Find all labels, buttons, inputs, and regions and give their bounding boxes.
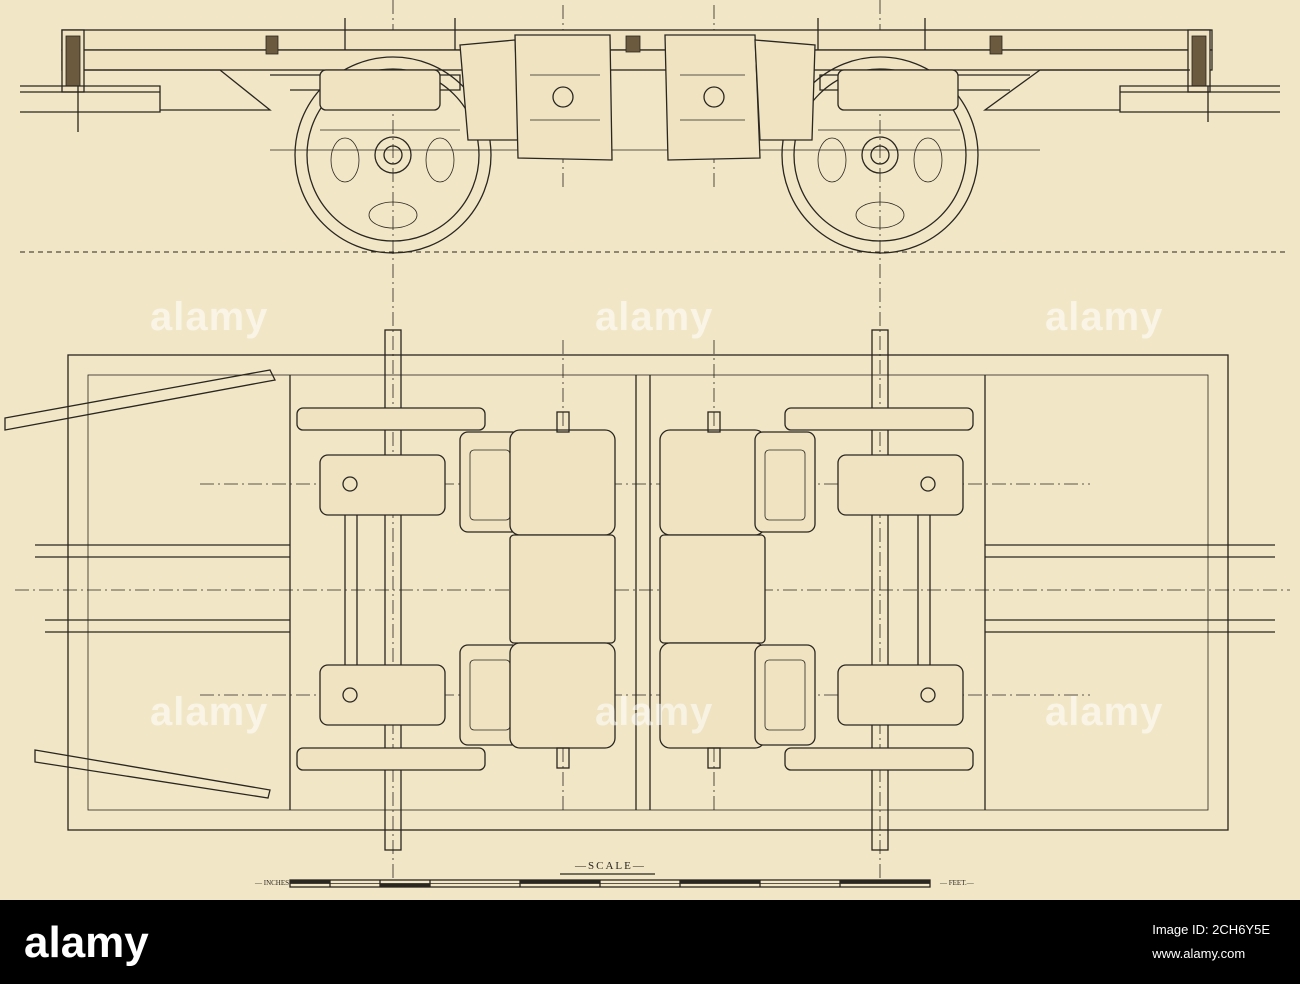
scale-feet-label: — FEET.— (940, 879, 974, 887)
scale-inches-label: — INCHES — (255, 879, 298, 887)
side-elevation (20, 18, 1280, 254)
plan-view (4, 329, 1275, 851)
scale-bar (289, 873, 931, 888)
drawing-canvas (4, 0, 1290, 888)
site-url: www.alamy.com (1152, 946, 1246, 961)
alamy-logo: alamy (24, 918, 149, 967)
stock-footer-bar: alamy Image ID: 2CH6Y5E www.alamy.com (0, 900, 1300, 984)
image-meta: Image ID: 2CH6Y5E www.alamy.com (1152, 918, 1270, 966)
image-id: Image ID: 2CH6Y5E (1152, 922, 1270, 937)
center-lines (15, 0, 1290, 880)
truck-engineering-drawing: —SCALE— — INCHES — — FEET.— alamy alamy … (4, 0, 1290, 888)
scale-title: —SCALE— (575, 860, 646, 872)
